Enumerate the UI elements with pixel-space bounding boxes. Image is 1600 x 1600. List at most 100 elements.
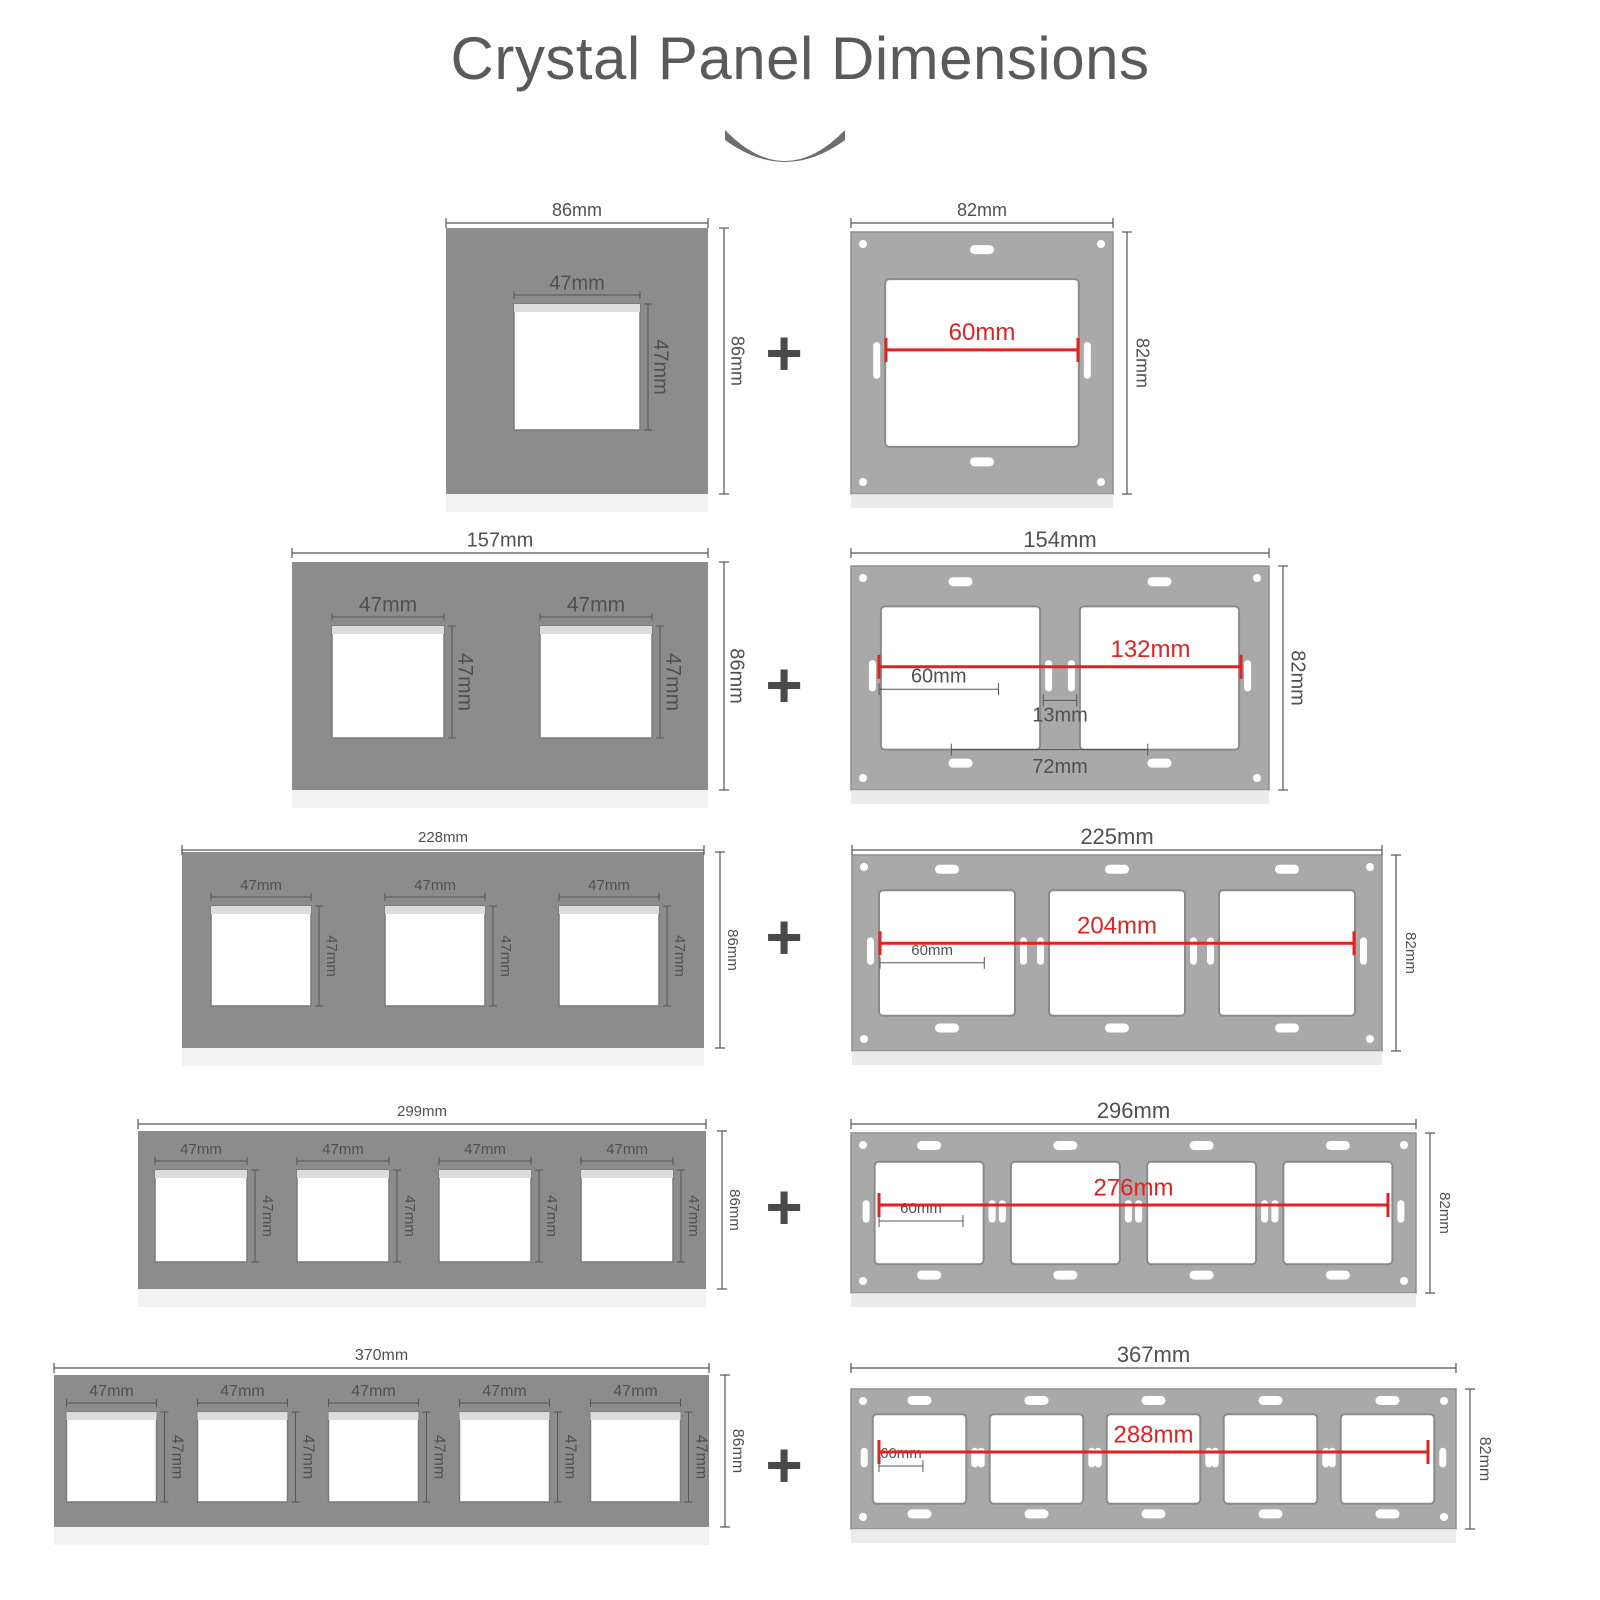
glass-height-label: 86mm <box>726 1189 743 1231</box>
plus-icon: + <box>765 901 802 973</box>
mounting-slot <box>935 864 959 874</box>
side-slot <box>1045 660 1053 692</box>
screw-hole <box>1440 1397 1448 1405</box>
side-slot <box>1207 937 1214 965</box>
glass-hole-shadow <box>459 1412 550 1420</box>
hole-width-label: 47mm <box>322 1141 364 1158</box>
dimension-line <box>719 561 729 791</box>
glass-hole <box>580 1169 674 1263</box>
screw-hole <box>1366 863 1374 871</box>
hole-width-label: 47mm <box>240 877 282 894</box>
mounting-slot <box>1375 1396 1400 1405</box>
mounting-slot <box>1053 1270 1078 1280</box>
dimension-line <box>850 548 1270 558</box>
dimension-line <box>684 1411 693 1503</box>
glass-hole-shadow <box>590 1412 681 1420</box>
dimension-line <box>422 1411 431 1503</box>
red-span-label: 288mm <box>1113 1421 1193 1448</box>
side-slot <box>1439 1447 1447 1468</box>
glass-hole <box>458 1411 551 1503</box>
mounting-slot <box>1147 758 1172 768</box>
mounting-slot <box>1147 577 1172 587</box>
screw-hole <box>859 1277 867 1285</box>
dimension-line <box>644 303 652 431</box>
glass-hole-shadow <box>197 1412 288 1420</box>
mounting-slot <box>1024 1396 1049 1405</box>
glass-reflection <box>446 494 708 512</box>
frame-opening <box>873 1160 985 1266</box>
gap-label: 13mm <box>1032 704 1088 726</box>
glass-hole <box>384 905 486 1007</box>
glass-reflection <box>292 790 708 808</box>
dimension-line <box>1122 231 1132 495</box>
side-slot <box>1020 937 1027 965</box>
mounting-frame: 367mm82mm288mm60mm <box>850 1342 1493 1543</box>
mounting-slot <box>1189 1270 1214 1280</box>
dimension-line <box>181 845 705 855</box>
glass-hole <box>196 1411 289 1503</box>
dimension-line <box>877 1193 1390 1217</box>
side-slot <box>867 937 874 965</box>
hole-height-label: 47mm <box>661 653 684 711</box>
glass-height-label: 86mm <box>727 336 747 386</box>
hole-height-label: 47mm <box>168 1435 185 1479</box>
dimension-line <box>384 893 486 901</box>
panel-row-2-gang: 157mm86mm47mm47mm47mm47mm+154mm82mm132mm… <box>292 527 1309 808</box>
dimension-line <box>251 1169 259 1263</box>
glass-hole <box>331 625 445 739</box>
frame-opening <box>1048 889 1186 1017</box>
page-title: Crystal Panel Dimensions <box>450 25 1150 92</box>
dimension-line <box>850 218 1114 228</box>
dimension-line <box>558 893 660 901</box>
glass-hole <box>438 1169 532 1263</box>
glass-hole <box>296 1169 390 1263</box>
side-slot <box>868 660 876 692</box>
hole-width-label: 47mm <box>606 1141 648 1158</box>
glass-width-label: 370mm <box>355 1347 408 1364</box>
dimension-line <box>445 218 709 228</box>
plus-icon: + <box>765 1171 802 1243</box>
dimension-line <box>197 1399 288 1407</box>
dimension-line <box>1465 1388 1475 1530</box>
dimension-line <box>878 1215 964 1227</box>
dimension-line <box>291 548 709 558</box>
mounting-slot <box>1024 1509 1049 1519</box>
dimension-line <box>459 1399 550 1407</box>
dimension-line <box>1278 565 1288 791</box>
dimension-line <box>53 1363 710 1373</box>
dimension-line <box>878 683 999 696</box>
panel-row-3-gang: 228mm86mm47mm47mm47mm47mm47mm47mm+225mm8… <box>182 824 1419 1066</box>
frame-width-label: 154mm <box>1023 527 1096 552</box>
glass-hole-shadow <box>328 1412 419 1420</box>
dimension-line <box>291 1411 300 1503</box>
screw-hole <box>1400 1277 1408 1285</box>
frame-height-label: 82mm <box>1476 1437 1493 1481</box>
frame-width-label: 82mm <box>957 200 1007 220</box>
frame-reflection <box>851 1529 1456 1543</box>
glass-hole <box>513 303 641 431</box>
frame-height-label: 82mm <box>1287 650 1309 706</box>
frame-opening <box>1078 605 1241 751</box>
hole-height-label: 47mm <box>543 1195 560 1237</box>
title-swoosh-icon <box>725 130 845 162</box>
dimension-line <box>160 1411 169 1503</box>
dimension-line <box>950 743 1149 756</box>
dimension-line <box>448 625 456 739</box>
hole-height-label: 47mm <box>430 1435 447 1479</box>
glass-width-label: 86mm <box>552 200 602 220</box>
side-slot <box>1360 937 1367 965</box>
mounting-slot <box>917 1270 942 1280</box>
screw-hole <box>859 240 867 248</box>
dimension-line <box>715 851 725 1049</box>
dimension-line <box>720 1374 730 1528</box>
glass-reflection <box>138 1289 706 1307</box>
glass-hole-shadow <box>581 1170 673 1178</box>
hole-height-label: 47mm <box>323 935 340 977</box>
mounting-slot <box>907 1396 932 1405</box>
